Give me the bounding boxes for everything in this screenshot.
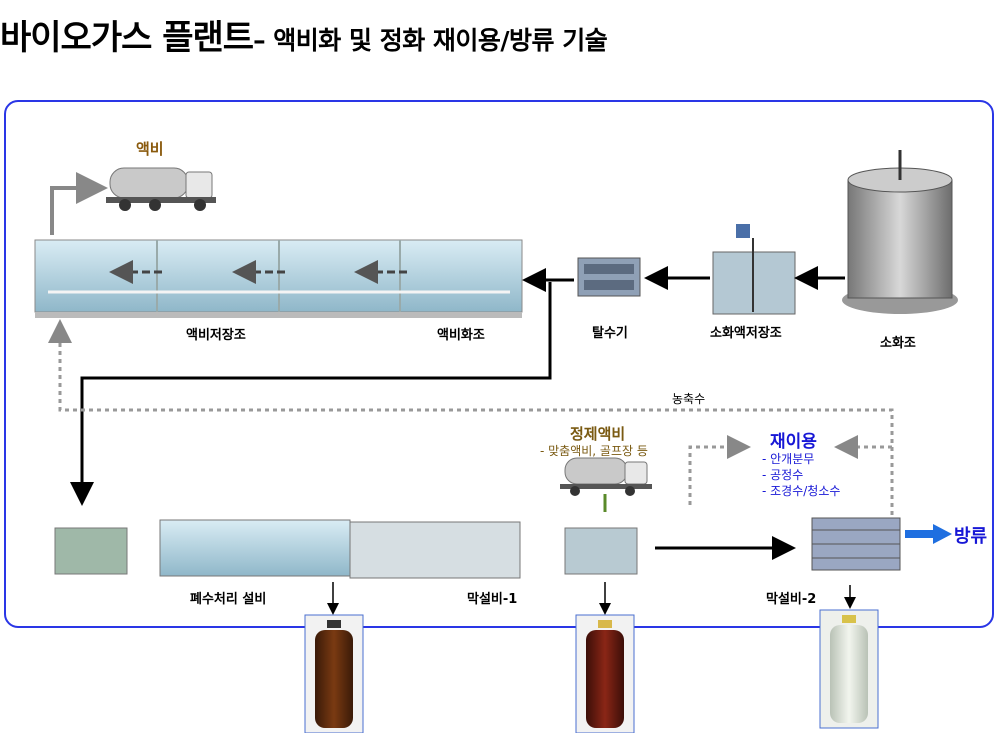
refined-title: 정제액비	[570, 425, 626, 443]
dehydrator	[577, 257, 641, 297]
bottle-clear	[819, 609, 879, 729]
liquefaction-tank-label: 액비화조	[437, 328, 485, 343]
title-sub: – 액비화 및 정화 재이용/방류 기술	[253, 26, 608, 55]
reuse-title: 재이용	[770, 432, 817, 452]
title-main: 바이오가스 플랜트	[0, 18, 254, 58]
discharge-arrowhead	[933, 524, 952, 544]
storage-tank-label: 액비저장조	[186, 328, 246, 343]
discharge-label: 방류	[954, 526, 988, 547]
digester-silo	[842, 150, 958, 314]
reuse-item: - 안개분무	[762, 452, 815, 466]
truck-label: 액비	[136, 140, 164, 158]
to-wastewater-arrow	[70, 282, 552, 506]
refined-truck	[560, 457, 652, 512]
wastewater-tanks	[54, 519, 638, 579]
membrane1-label: 막설비-1	[467, 592, 518, 607]
concentrate-return-arrow	[48, 319, 894, 515]
liquid-fertilizer-truck	[106, 167, 216, 211]
reuse-item: - 공정수	[762, 468, 804, 482]
truck-supply-arrow	[50, 172, 108, 235]
membrane-module	[811, 517, 901, 571]
reuse-item: - 조경수/청소수	[762, 484, 841, 498]
page-title: 바이오가스 플랜트– 액비화 및 정화 재이용/방류 기술	[0, 10, 608, 59]
wastewater-label: 폐수처리 설비	[190, 592, 267, 607]
refined-sub: - 맞춤액비, 골프장 등	[540, 444, 648, 458]
storage-tanks	[34, 239, 523, 318]
digestate-storage-label: 소화액저장조	[710, 326, 782, 341]
digester-label: 소화조	[880, 336, 916, 351]
concentrate-label: 농축수	[672, 392, 706, 406]
reuse-arrow-left	[688, 435, 751, 505]
digestate-storage	[712, 224, 796, 315]
membrane2-label: 막설비-2	[766, 592, 817, 607]
bottle-brown	[304, 614, 364, 733]
bottle-red	[575, 614, 635, 733]
dehydrator-label: 탈수기	[592, 326, 628, 341]
